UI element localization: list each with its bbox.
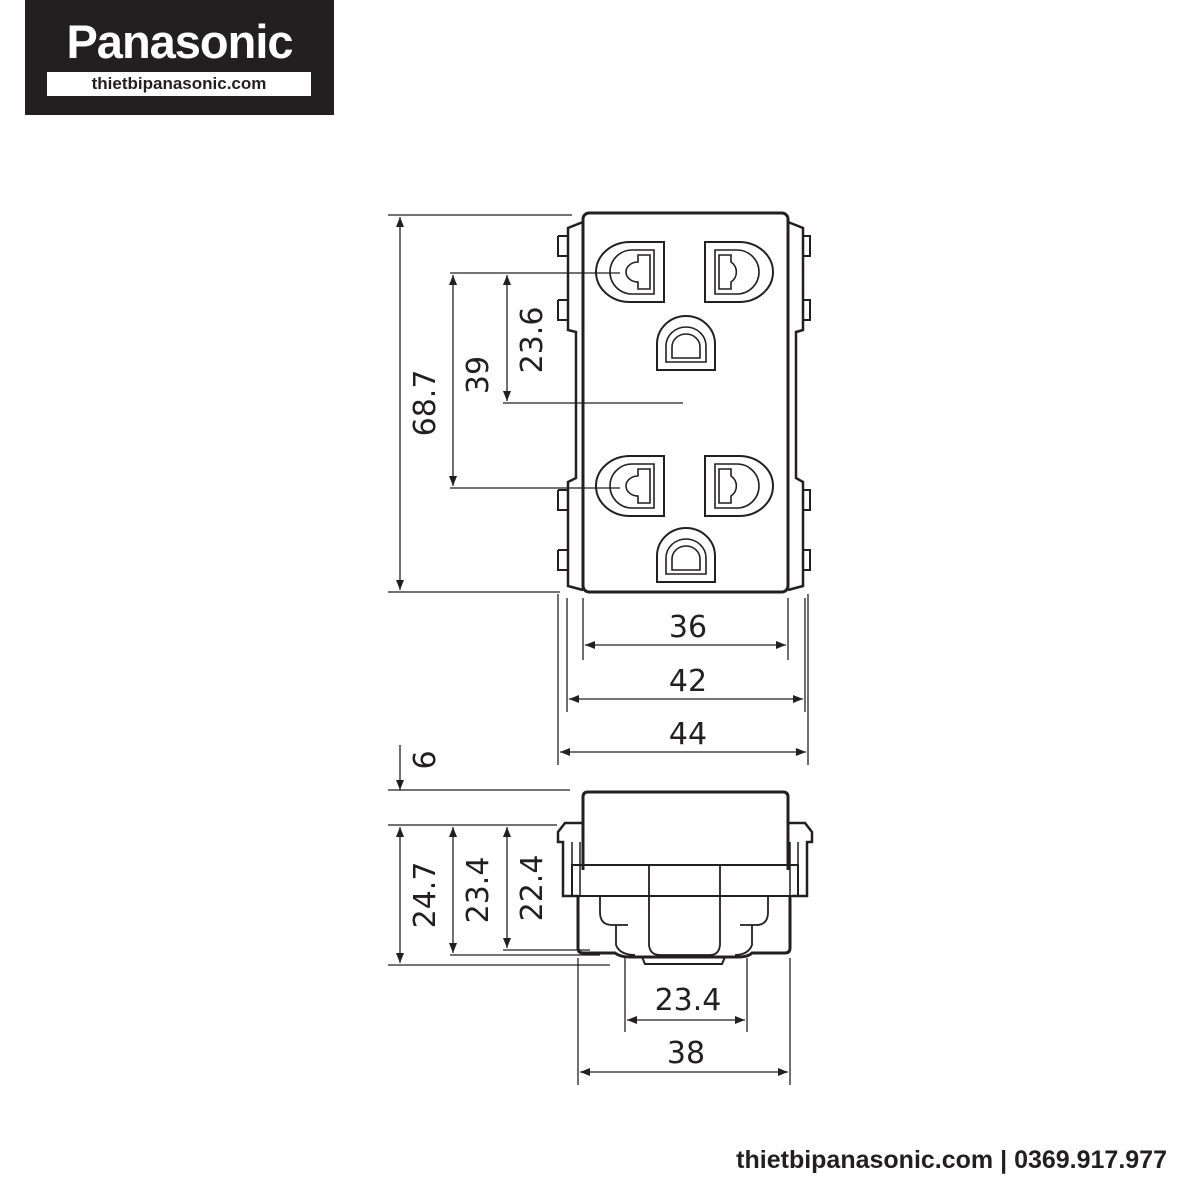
dim-height-total: 68.7	[408, 370, 443, 437]
footer-website: thietbipanasonic.com	[736, 1146, 994, 1174]
dim-depth-total: 24.7	[408, 862, 443, 929]
dim-depth-mid: 23.4	[461, 857, 496, 924]
dim-side-width: 38	[667, 1036, 705, 1071]
outlet-bottom-right	[704, 455, 774, 517]
dim-outlet-offset: 23.6	[515, 307, 550, 374]
dim-base-width: 23.4	[655, 983, 722, 1018]
panasonic-logo: Panasonic thietbipanasonic.com	[25, 0, 334, 115]
front-dimension-lines	[388, 214, 809, 765]
dim-width-mid: 42	[669, 664, 707, 699]
side-dimension-lines	[388, 745, 791, 1085]
footer-separator: |	[1000, 1146, 1008, 1174]
logo-url: thietbipanasonic.com	[47, 72, 311, 96]
outlet-top-ground	[656, 315, 716, 371]
socket-side-view	[556, 790, 814, 965]
outlet-bottom-ground	[656, 527, 716, 583]
outlet-bottom-left	[595, 455, 665, 517]
outlet-top-left	[595, 241, 665, 303]
dim-outlet-pitch: 39	[461, 356, 496, 394]
dim-width-total: 44	[669, 717, 707, 752]
footer-phone: 0369.917.977	[1014, 1146, 1167, 1174]
dim-depth-inner: 22.4	[515, 855, 550, 922]
dim-face-depth: 6	[408, 750, 443, 769]
socket-front-view	[557, 211, 811, 594]
logo-brand: Panasonic	[66, 15, 293, 68]
footer-contact: thietbipanasonic.com | 0369.917.977	[736, 1146, 1167, 1175]
dim-width-inner: 36	[669, 610, 707, 645]
outlet-top-right	[704, 241, 774, 303]
